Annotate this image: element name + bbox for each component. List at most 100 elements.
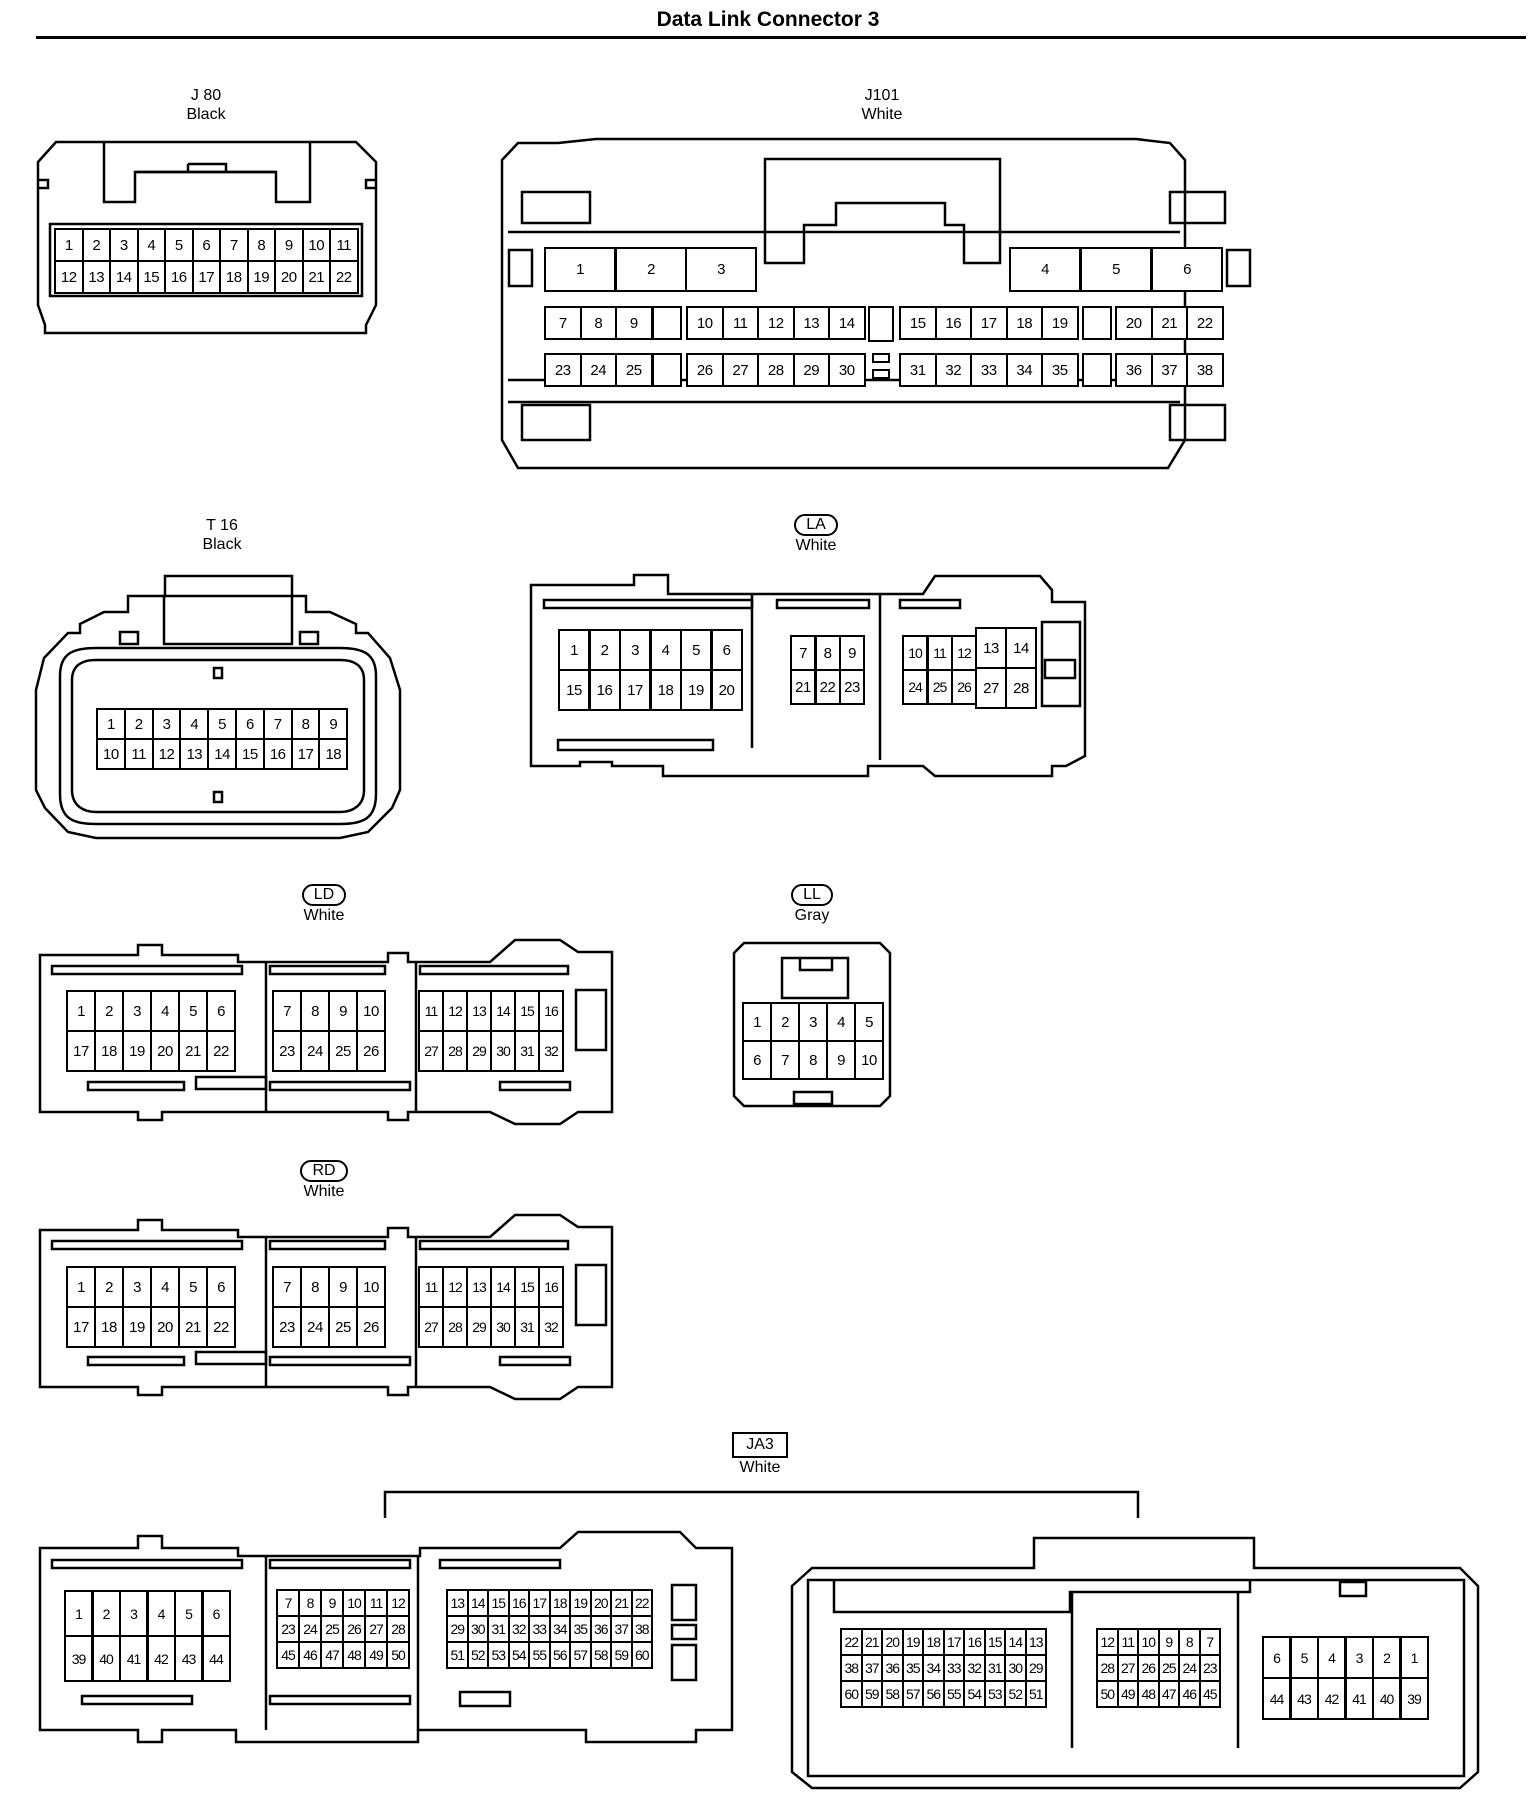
empty-cavity bbox=[652, 353, 682, 387]
pin-ja3_right: 48 bbox=[1137, 1680, 1160, 1708]
pin-ld: 8 bbox=[300, 990, 330, 1032]
pin-j101: 17 bbox=[970, 306, 1008, 340]
pin-la: 4 bbox=[649, 629, 682, 671]
pin-la: 19 bbox=[680, 669, 712, 711]
pin-ja3_right: 52 bbox=[1004, 1680, 1027, 1708]
pin-ja3_right: 33 bbox=[942, 1654, 965, 1682]
pin-ja3_right: 29 bbox=[1024, 1654, 1047, 1682]
pin-ja3_left: 32 bbox=[507, 1615, 530, 1643]
pin-ja3_right: 54 bbox=[963, 1680, 986, 1708]
connector-code: JA3 bbox=[732, 1432, 788, 1458]
pin-j101: 31 bbox=[899, 353, 937, 387]
pin-ja3_right: 35 bbox=[901, 1654, 924, 1682]
pin-j101: 34 bbox=[1005, 353, 1043, 387]
pin-rd: 12 bbox=[442, 1266, 468, 1308]
pin-ja3_right: 49 bbox=[1116, 1680, 1139, 1708]
pin-rd: 16 bbox=[538, 1266, 564, 1308]
pin-ja3_right: 46 bbox=[1178, 1680, 1201, 1708]
pin-ld: 19 bbox=[122, 1030, 152, 1072]
connector-color: Black bbox=[186, 106, 226, 123]
pin-ja3_right: 17 bbox=[942, 1628, 965, 1656]
pin-ja3_right: 59 bbox=[860, 1680, 883, 1708]
pin-ld: 5 bbox=[178, 990, 208, 1032]
pin-la: 11 bbox=[926, 635, 953, 671]
pin-ja3_left: 16 bbox=[507, 1589, 530, 1617]
pin-t16: 8 bbox=[290, 708, 321, 740]
pin-ja3_left: 34 bbox=[548, 1615, 571, 1643]
pin-ld: 32 bbox=[538, 1030, 564, 1072]
pin-j80: 15 bbox=[136, 260, 166, 294]
pin-ja3_left: 43 bbox=[174, 1635, 203, 1682]
pin-ld: 17 bbox=[66, 1030, 96, 1072]
pin-rd: 29 bbox=[466, 1306, 492, 1348]
pin-j101: 26 bbox=[686, 353, 724, 387]
pin-ja3_right: 50 bbox=[1096, 1680, 1119, 1708]
connector-color: White bbox=[861, 106, 903, 123]
pin-ja3_left: 13 bbox=[446, 1589, 469, 1617]
pin-t16: 6 bbox=[235, 708, 265, 740]
pin-j101: 19 bbox=[1041, 306, 1079, 340]
pin-ja3_right: 38 bbox=[840, 1654, 863, 1682]
pin-la: 22 bbox=[814, 669, 841, 705]
pin-ja3_left: 42 bbox=[146, 1635, 176, 1682]
pin-ja3_left: 40 bbox=[91, 1635, 121, 1682]
housing-j80 bbox=[36, 140, 378, 335]
pin-ja3_left: 9 bbox=[320, 1589, 344, 1617]
pin-ja3_right: 5 bbox=[1289, 1636, 1319, 1679]
pin-ja3_right: 26 bbox=[1137, 1654, 1160, 1682]
housing-ja3-right bbox=[790, 1536, 1480, 1790]
pin-ja3_right: 20 bbox=[881, 1628, 904, 1656]
pin-ll: 3 bbox=[798, 1002, 828, 1042]
connector-label-ja3: JA3 White bbox=[700, 1432, 820, 1477]
pin-ja3_left: 7 bbox=[276, 1589, 300, 1617]
pin-ld: 7 bbox=[272, 990, 302, 1032]
pin-j101: 35 bbox=[1041, 353, 1079, 387]
pin-ja3_left: 28 bbox=[386, 1615, 410, 1643]
pin-ja3_right: 18 bbox=[922, 1628, 945, 1656]
pin-ld: 4 bbox=[150, 990, 180, 1032]
pin-ld: 10 bbox=[356, 990, 386, 1032]
pin-ll: 2 bbox=[770, 1002, 800, 1042]
pin-rd: 1 bbox=[66, 1266, 96, 1308]
pin-j101: 24 bbox=[579, 353, 617, 387]
connector-code: LD bbox=[301, 884, 347, 906]
pin-j101: 5 bbox=[1080, 247, 1152, 292]
pin-ja3_left: 17 bbox=[528, 1589, 551, 1617]
pin-ja3_left: 5 bbox=[174, 1590, 203, 1637]
pin-rd: 6 bbox=[206, 1266, 236, 1308]
connector-code: T 16 bbox=[206, 517, 238, 534]
pin-la: 2 bbox=[588, 629, 621, 671]
pin-j101: 16 bbox=[934, 306, 972, 340]
pin-ja3_left: 30 bbox=[466, 1615, 489, 1643]
pin-ja3_right: 2 bbox=[1372, 1636, 1401, 1679]
pin-la: 16 bbox=[588, 669, 621, 711]
pin-ja3_right: 27 bbox=[1116, 1654, 1139, 1682]
pin-ja3_left: 36 bbox=[589, 1615, 612, 1643]
pin-ja3_left: 37 bbox=[610, 1615, 633, 1643]
pin-ld: 13 bbox=[466, 990, 492, 1032]
pin-la: 6 bbox=[710, 629, 743, 671]
pin-ja3_left: 59 bbox=[610, 1641, 633, 1669]
pin-j80: 6 bbox=[191, 228, 221, 262]
connector-label-t16: T 16 Black bbox=[172, 516, 272, 554]
pin-ja3_right: 60 bbox=[840, 1680, 863, 1708]
empty-cavity bbox=[872, 353, 890, 363]
pin-j101: 36 bbox=[1115, 353, 1153, 387]
pin-j80: 19 bbox=[246, 260, 276, 294]
pin-j101: 2 bbox=[615, 247, 687, 292]
pin-ja3_left: 20 bbox=[589, 1589, 612, 1617]
connector-label-ld: LD White bbox=[274, 884, 374, 925]
pin-j80: 9 bbox=[274, 228, 304, 262]
pin-j80: 16 bbox=[164, 260, 194, 294]
pin-ja3_right: 57 bbox=[901, 1680, 924, 1708]
pin-t16: 10 bbox=[96, 738, 126, 770]
pin-rd: 2 bbox=[94, 1266, 124, 1308]
pin-j80: 21 bbox=[301, 260, 331, 294]
pin-ja3_right: 36 bbox=[881, 1654, 904, 1682]
pin-j101: 3 bbox=[685, 247, 757, 292]
pin-la: 10 bbox=[902, 635, 928, 671]
pin-ja3_left: 2 bbox=[91, 1590, 121, 1637]
pin-ja3_right: 31 bbox=[983, 1654, 1006, 1682]
pin-ja3_left: 60 bbox=[630, 1641, 653, 1669]
